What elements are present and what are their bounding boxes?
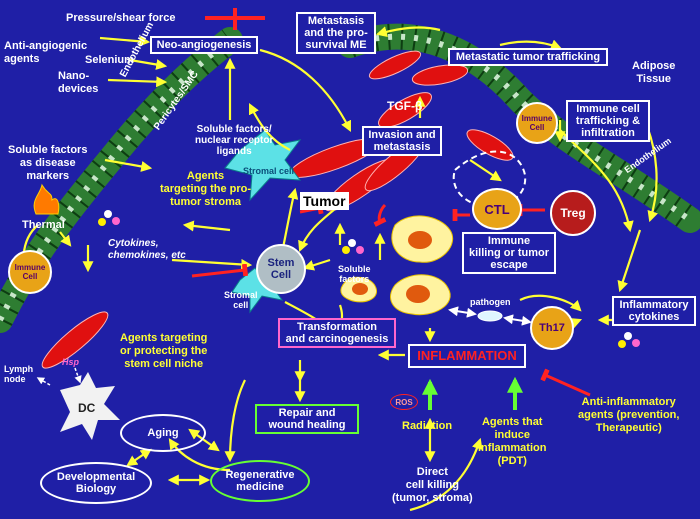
cytokine-dots bbox=[98, 210, 640, 348]
pressure-label: Pressure/shear force bbox=[66, 12, 176, 24]
tumor-cells bbox=[41, 50, 514, 369]
selenium-label: Selenium bbox=[85, 54, 134, 66]
thermal-label: Thermal bbox=[22, 219, 65, 231]
thermal-flame bbox=[33, 183, 60, 215]
right-blood-vessel bbox=[337, 23, 700, 233]
radiation-label: Radiation bbox=[402, 420, 453, 432]
cytokines-label: Cytokines,chemokines, etc bbox=[108, 238, 186, 261]
th17-cell: Th17 bbox=[530, 306, 574, 350]
ros-oval: ROS bbox=[390, 394, 418, 410]
hsp-label: Hsp bbox=[62, 357, 80, 367]
aging-oval: Aging bbox=[120, 414, 206, 452]
neo-angiogenesis-box: Neo-angiogenesis bbox=[150, 36, 258, 54]
ctl-cell: CTL bbox=[472, 188, 522, 230]
inflammation-box: INFLAMMATION bbox=[408, 344, 526, 368]
tgf-beta-label: TGF-β bbox=[387, 99, 423, 113]
nano-devices-label: Nano-devices bbox=[58, 70, 99, 95]
trafficking-box: Metastatic tumor trafficking bbox=[448, 48, 608, 66]
dc-shape bbox=[60, 372, 120, 440]
tumor-label: Tumor bbox=[300, 192, 349, 210]
stromal-cell-top-shape bbox=[224, 129, 302, 202]
stromal-cell-top-label: Stromal cell bbox=[243, 166, 295, 176]
pathogen-shape bbox=[477, 310, 503, 322]
dc-label: DC bbox=[78, 401, 96, 415]
treg-cell: Treg bbox=[550, 190, 596, 236]
pathogen-label: pathogen bbox=[470, 297, 511, 307]
